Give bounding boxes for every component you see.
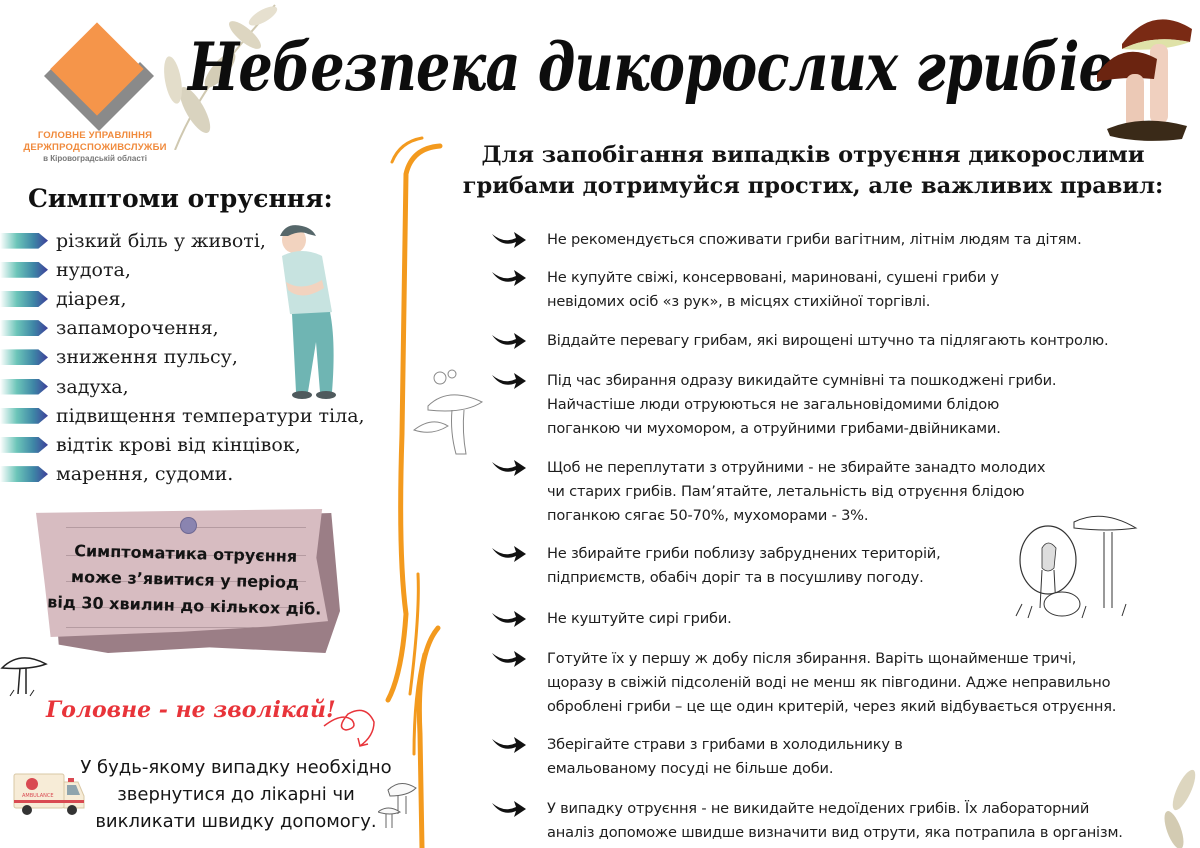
rule-text: Не купуйте свіжі, консервовані, маринова… xyxy=(547,269,999,310)
symptom-text: різкий біль у животі, xyxy=(56,229,266,252)
logo: ГОЛОВНЕ УПРАВЛІННЯ ДЕРЖПРОДСПОЖИВСЛУЖБИ … xyxy=(14,16,174,166)
logo-org-line2: ДЕРЖПРОДСПОЖИВСЛУЖБИ xyxy=(23,142,167,153)
curved-arrow-right-icon xyxy=(492,611,526,627)
help-line-3: викликати швидку допомогу. xyxy=(95,811,377,832)
symptom-item: відтік крові від кінцівок, xyxy=(0,430,365,459)
curved-arrow-right-icon xyxy=(492,333,526,349)
gradient-arrow-icon xyxy=(0,407,48,424)
mushroom-sketch-icon xyxy=(0,657,48,697)
pin-icon xyxy=(180,517,197,534)
rule-text: Не куштуйте сирі гриби. xyxy=(547,610,732,627)
leaf-branch-icon xyxy=(164,4,278,150)
help-line-2: звернутися до лікарні чи xyxy=(117,784,355,805)
rule-item: Не збирайте гриби поблизу забруднених те… xyxy=(492,542,941,590)
symptom-item: нудота, xyxy=(0,255,365,284)
symptom-item: зниження пульсу, xyxy=(0,343,365,372)
gradient-arrow-icon xyxy=(0,232,48,249)
rule-item: Не купуйте свіжі, консервовані, маринова… xyxy=(492,266,999,314)
curved-arrow-right-icon xyxy=(492,232,526,248)
curved-arrow-right-icon xyxy=(492,737,526,753)
rules-heading: Для запобігання випадків отруєння дикоро… xyxy=(440,140,1186,202)
rule-item: Не рекомендується споживати гриби вагітн… xyxy=(492,228,1082,252)
rules-heading-line-1: Для запобігання випадків отруєння дикоро… xyxy=(481,142,1145,168)
note-rule-line xyxy=(66,555,306,556)
symptom-text: задуха, xyxy=(56,375,129,398)
ambulance-icon: AMBULANCE xyxy=(13,773,85,815)
symptom-item: підвищення температури тіла, xyxy=(0,401,365,430)
curved-arrow-right-icon xyxy=(492,270,526,286)
gradient-arrow-icon xyxy=(0,290,48,307)
symptom-item: запаморочення, xyxy=(0,314,365,343)
bolete-mushroom-icon xyxy=(1097,19,1192,141)
logo-org-line1: ГОЛОВНЕ УПРАВЛІННЯ xyxy=(37,130,153,141)
symptom-text: діарея, xyxy=(56,287,127,310)
note-rule-line xyxy=(66,607,306,608)
leaf-branch-icon xyxy=(1164,769,1196,848)
do-not-delay-callout: Головне - не зволікай! xyxy=(46,697,336,723)
symptom-text: зниження пульсу, xyxy=(56,346,238,369)
symptom-text: нудота, xyxy=(56,258,131,281)
logo-org-region: в Кіровоградській області xyxy=(43,154,147,163)
rule-item: Під час збирання одразу викидайте сумнів… xyxy=(492,369,1057,441)
symptom-text: відтік крові від кінцівок, xyxy=(56,433,301,456)
gradient-arrow-icon xyxy=(0,436,48,453)
rule-text: У випадку отруєння - не викидайте недоїд… xyxy=(547,800,1123,841)
rule-text: Віддайте перевагу грибам, які вирощені ш… xyxy=(547,332,1109,349)
symptom-list: різкий біль у животі, нудота, діарея, за… xyxy=(0,226,365,489)
note-rule-line xyxy=(66,581,306,582)
rule-text: Готуйте їх у першу ж добу після збирання… xyxy=(547,650,1117,715)
rules-heading-line-2: грибами дотримуйся простих, але важливих… xyxy=(462,173,1164,199)
rule-item: У випадку отруєння - не викидайте недоїд… xyxy=(492,797,1123,845)
symptom-text: запаморочення, xyxy=(56,317,219,340)
curved-arrow-right-icon xyxy=(492,460,526,476)
gradient-arrow-icon xyxy=(0,378,48,395)
note-paper xyxy=(36,508,328,637)
rule-text: Щоб не переплутати з отруйними - не збир… xyxy=(547,459,1046,524)
curved-arrow-right-icon xyxy=(492,373,526,389)
rule-item: Готуйте їх у першу ж добу після збирання… xyxy=(492,647,1116,719)
mushroom-sketch-icon xyxy=(412,369,484,455)
help-line-1: У будь-якому випадку необхідно xyxy=(80,757,392,778)
rule-item: Віддайте перевагу грибам, які вирощені ш… xyxy=(492,329,1109,353)
curved-arrow-right-icon xyxy=(492,546,526,562)
rule-item: Щоб не переплутати з отруйними - не збир… xyxy=(492,456,1045,528)
rule-text: Не збирайте гриби поблизу забруднених те… xyxy=(547,545,941,586)
symptom-item: марення, судоми. xyxy=(0,460,365,489)
symptom-item: діарея, xyxy=(0,284,365,313)
gradient-arrow-icon xyxy=(0,349,48,366)
rule-item: Зберігайте страви з грибами в холодильни… xyxy=(492,733,903,781)
symptom-onset-note: Симптоматика отруєння може з’явитися у п… xyxy=(32,505,342,655)
note-rule-line xyxy=(66,627,306,628)
symptom-text: підвищення температури тіла, xyxy=(56,404,365,427)
rule-text: Під час збирання одразу викидайте сумнів… xyxy=(547,372,1057,437)
symptom-text: марення, судоми. xyxy=(56,463,234,486)
svg-text:AMBULANCE: AMBULANCE xyxy=(22,793,54,799)
mushroom-sketch-icon xyxy=(1015,515,1138,619)
curved-arrow-right-icon xyxy=(492,801,526,817)
symptom-item: задуха, xyxy=(0,372,365,401)
page-title: Небезпека дикорослих грибів xyxy=(188,28,1114,106)
gradient-arrow-icon xyxy=(0,261,48,278)
gradient-arrow-icon xyxy=(0,320,48,337)
mushroom-sketch-icon xyxy=(378,783,417,828)
rule-text: Не рекомендується споживати гриби вагітн… xyxy=(547,231,1082,248)
sick-person-illustration xyxy=(280,225,336,399)
orange-swoosh-decoration xyxy=(385,136,443,848)
note-text: Симптоматика отруєння може з’явитися у п… xyxy=(39,537,331,623)
curved-arrow-icon xyxy=(323,709,375,747)
symptom-item: різкий біль у животі, xyxy=(0,226,365,255)
curved-arrow-right-icon xyxy=(492,651,526,667)
symptoms-heading: Симптоми отруєння: xyxy=(28,184,333,213)
rule-item: Не куштуйте сирі гриби. xyxy=(492,607,732,631)
gradient-arrow-icon xyxy=(0,466,48,483)
seek-help-text: У будь-якому випадку необхідно звернутис… xyxy=(76,754,396,835)
rule-text: Зберігайте страви з грибами в холодильни… xyxy=(547,736,903,777)
